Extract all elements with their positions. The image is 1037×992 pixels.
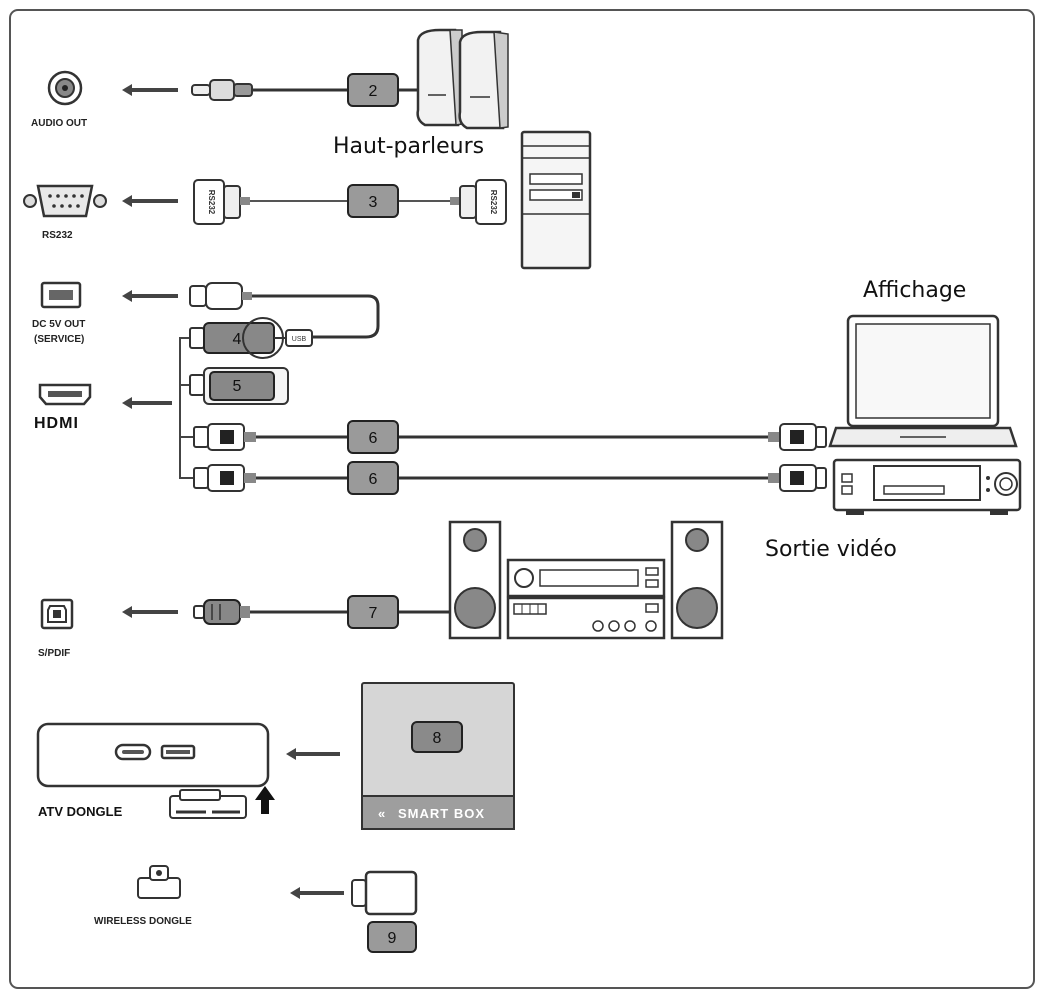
usb-port-icon (40, 281, 82, 309)
cable-badge-9: 9 (367, 921, 417, 953)
hdmi-stick-icon (189, 367, 289, 405)
cable-badge-2: 2 (347, 73, 399, 107)
display-label: Affichage (863, 278, 966, 303)
video-out-label: Sortie vidéo (765, 537, 897, 562)
svg-text:USB: USB (292, 336, 307, 343)
speakers-icon (416, 28, 509, 130)
speakers-label: Haut-parleurs (333, 134, 484, 159)
hdmi-usb-dongle-icon: USB (189, 317, 313, 359)
arrow-icon (122, 290, 178, 302)
wireless-dongle-port-icon (137, 865, 181, 899)
hdmi-label: HDMI (34, 415, 79, 432)
smart-box-icon (361, 682, 515, 830)
stereo-system-icon (448, 520, 724, 640)
hdmi-bracket (179, 337, 194, 479)
arrow-icon (122, 397, 172, 409)
cable-badge-6: 6 (347, 461, 399, 495)
cable-number: 6 (369, 471, 378, 488)
atv-dongle-icon (169, 789, 247, 819)
cable-number: 8 (433, 730, 442, 747)
audio-out-port-icon (47, 70, 83, 106)
arrow-icon (122, 606, 178, 618)
rs232-port-icon (23, 184, 107, 218)
rs232-label: RS232 (42, 230, 73, 241)
arrow-icon (122, 195, 178, 207)
rs232-plug-left-icon: RS232 (193, 179, 250, 225)
insert-up-arrow-icon (255, 786, 275, 814)
optical-plug-icon (193, 599, 250, 625)
cable-number: 2 (369, 83, 378, 100)
cable-badge-7: 7 (347, 595, 399, 629)
atv-dongle-label: ATV DONGLE (38, 804, 123, 819)
cable-number: 7 (369, 605, 378, 622)
smart-box-chevron: « (378, 806, 386, 821)
dc5v-label-line1: DC 5V OUT (32, 319, 85, 330)
cable-number: 3 (369, 194, 378, 211)
pc-tower-icon (520, 130, 592, 270)
hdmi-plug-icon (768, 464, 827, 492)
arrow-icon (122, 84, 178, 96)
laptop-icon (828, 314, 1018, 448)
spdif-label: S/PDIF (38, 648, 70, 659)
audio-out-label: AUDIO OUT (31, 118, 87, 129)
audio-jack-plug-icon (191, 79, 253, 101)
atv-dongle-slot-icon (36, 722, 270, 788)
spdif-port-icon (40, 598, 74, 630)
cable-number: 9 (388, 930, 397, 947)
dc5v-label-line2: (SERVICE) (34, 334, 84, 345)
arrow-icon (286, 748, 340, 760)
rs232-plug-text: RS232 (207, 190, 216, 215)
smart-box-label: SMART BOX (398, 806, 485, 821)
usb-power-cable (252, 294, 380, 339)
usb-plug-icon (189, 282, 252, 310)
wireless-dongle-label: WIRELESS DONGLE (94, 916, 192, 927)
cable-badge-3: 3 (347, 184, 399, 218)
video-player-icon (832, 458, 1022, 515)
hdmi-plug-icon (193, 423, 256, 451)
cable-number: 5 (233, 378, 242, 395)
cable-badge-6: 6 (347, 420, 399, 454)
hdmi-plug-icon (193, 464, 256, 492)
cable-number: 4 (233, 331, 242, 348)
hdmi-port-icon (38, 383, 92, 406)
rs232-plug-right-icon: RS232 (450, 179, 507, 225)
wireless-adapter-icon (351, 870, 418, 916)
hdmi-plug-icon (768, 423, 827, 451)
rs232-plug-text: RS232 (489, 190, 498, 215)
cable-number: 6 (369, 430, 378, 447)
arrow-icon (290, 887, 344, 899)
